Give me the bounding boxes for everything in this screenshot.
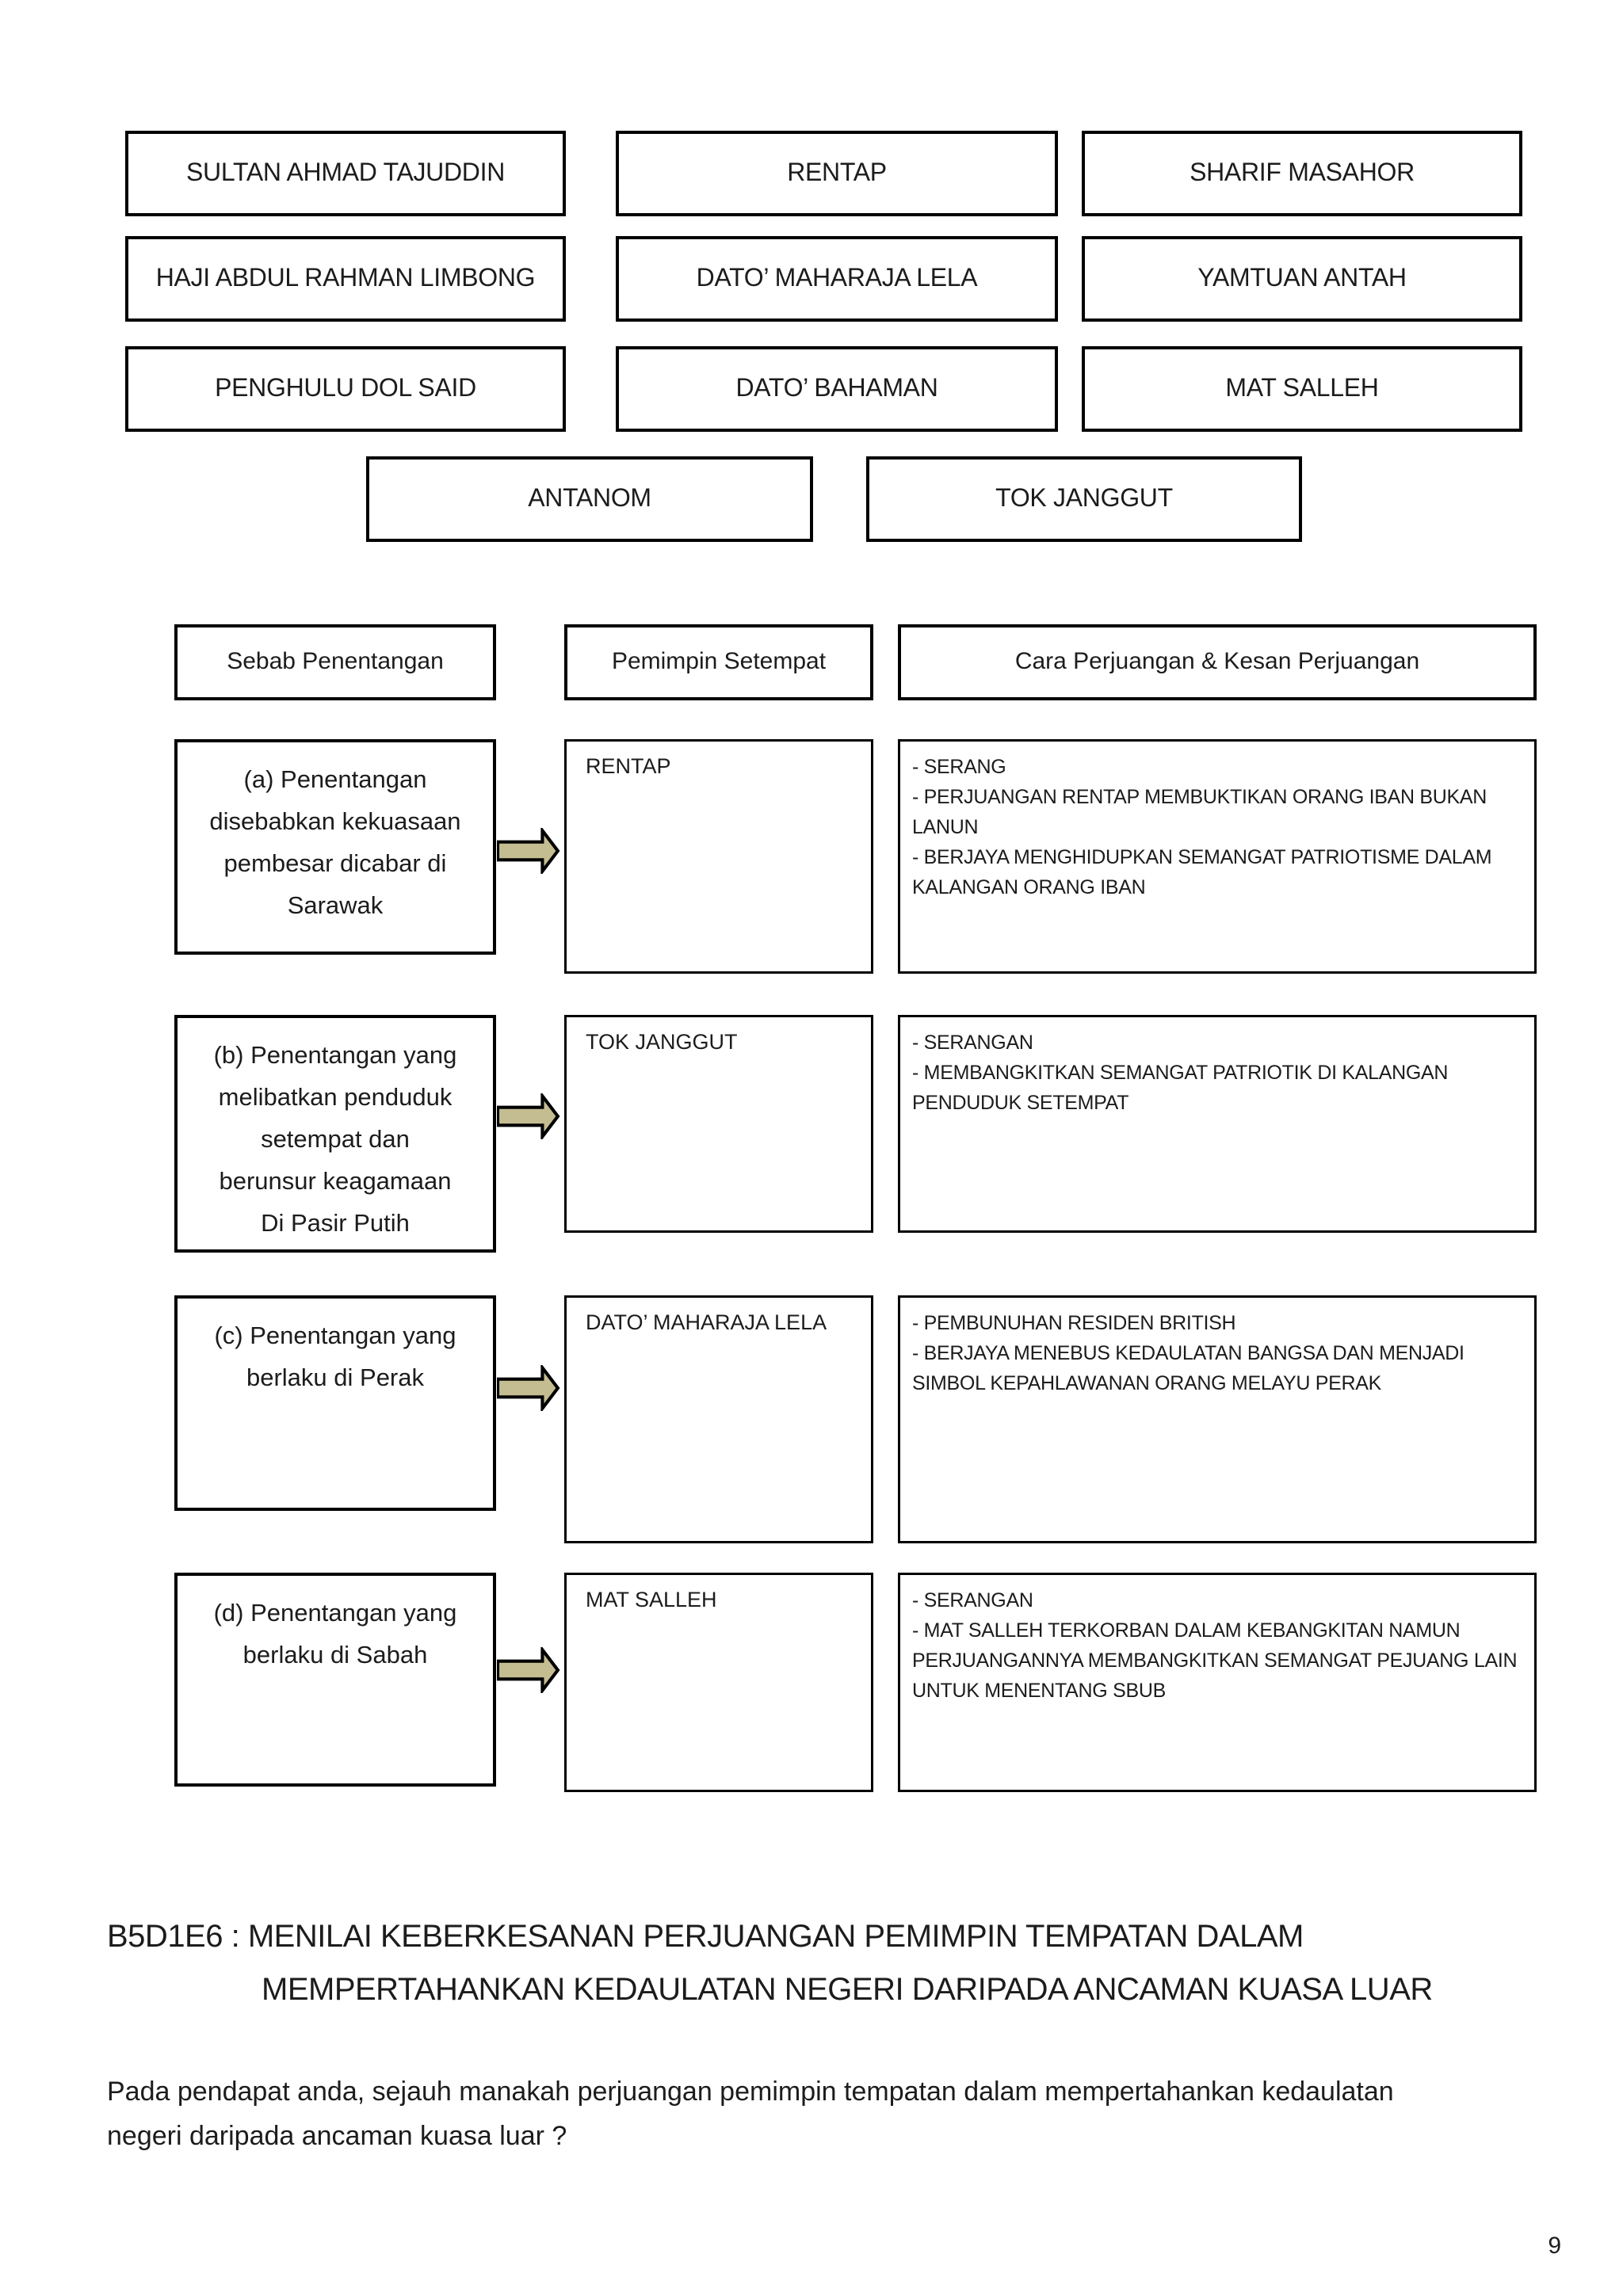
- leader-name-box: ANTANOM: [366, 456, 813, 542]
- effect-cell-c: - PEMBUNUHAN RESIDEN BRITISH - BERJAYA M…: [898, 1295, 1537, 1543]
- right-arrow-icon: [497, 828, 560, 874]
- leader-name-box: PENGHULU DOL SAID: [125, 346, 566, 432]
- page-number: 9: [1548, 2233, 1561, 2259]
- question-text: Pada pendapat anda, sejauh manakah perju…: [107, 2077, 1394, 2151]
- leader-cell-b: TOK JANGGUT: [564, 1015, 873, 1233]
- effect-cell-d: - SERANGAN - MAT SALLEH TERKORBAN DALAM …: [898, 1573, 1537, 1792]
- leader-name-box: DATO’ MAHARAJA LELA: [616, 236, 1058, 322]
- section-title-line1: B5D1E6 : MENILAI KEBERKESANAN PERJUANGAN…: [107, 1919, 1304, 1954]
- cause-box-d: (d) Penentangan yang berlaku di Sabah: [174, 1573, 496, 1787]
- leader-cell-d: MAT SALLEH: [564, 1573, 873, 1792]
- cause-box-b: (b) Penentangan yang melibatkan penduduk…: [174, 1015, 496, 1253]
- section-title-line2: MEMPERTAHANKAN KEDAULATAN NEGERI DARIPAD…: [262, 1972, 1433, 2007]
- cause-box-c: (c) Penentangan yang berlaku di Perak: [174, 1295, 496, 1511]
- right-arrow-icon: [497, 1647, 560, 1693]
- leader-name-box: RENTAP: [616, 131, 1058, 216]
- column-header-pemimpin: Pemimpin Setempat: [564, 624, 873, 700]
- leader-name-box: HAJI ABDUL RAHMAN LIMBONG: [125, 236, 566, 322]
- column-header-cara-kesan: Cara Perjuangan & Kesan Perjuangan: [898, 624, 1537, 700]
- right-arrow-icon: [497, 1093, 560, 1139]
- leader-name-box: SULTAN AHMAD TAJUDDIN: [125, 131, 566, 216]
- effect-cell-a: - SERANG - PERJUANGAN RENTAP MEMBUKTIKAN…: [898, 739, 1537, 974]
- leader-name-box: SHARIF MASAHOR: [1082, 131, 1522, 216]
- leader-cell-c: DATO’ MAHARAJA LELA: [564, 1295, 873, 1543]
- leader-cell-a: RENTAP: [564, 739, 873, 974]
- leader-name-box: MAT SALLEH: [1082, 346, 1522, 432]
- leader-name-box: TOK JANGGUT: [866, 456, 1302, 542]
- leader-name-box: DATO’ BAHAMAN: [616, 346, 1058, 432]
- cause-box-a: (a) Penentangan disebabkan kekuasaan pem…: [174, 739, 496, 955]
- right-arrow-icon: [497, 1365, 560, 1411]
- column-header-sebab: Sebab Penentangan: [174, 624, 496, 700]
- leader-name-box: YAMTUAN ANTAH: [1082, 236, 1522, 322]
- effect-cell-b: - SERANGAN - MEMBANGKITKAN SEMANGAT PATR…: [898, 1015, 1537, 1233]
